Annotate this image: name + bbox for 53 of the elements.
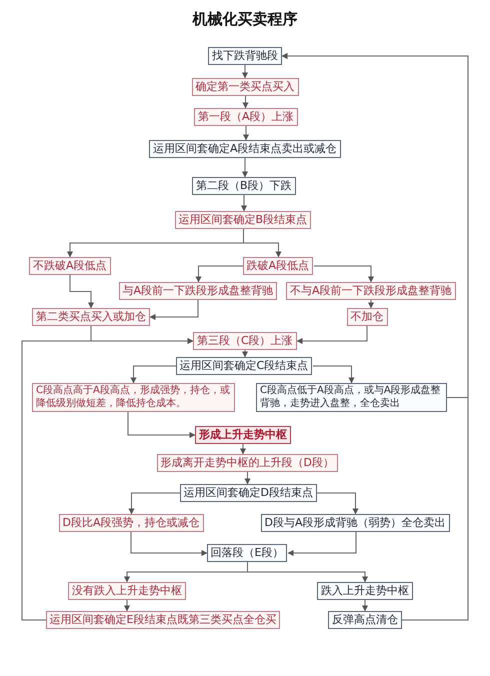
- arrow: [242, 350, 248, 358]
- arrow: [22, 338, 194, 620]
- arrow: [70, 274, 94, 308]
- step-box: C段高点低于A段高点，或与A段形成盘整背驰，走势进入盘整，全仓卖出: [256, 383, 447, 412]
- step-box: C段高点高于A段高点，形成强势，持仓，或降低级别做短差，降低持仓成本。: [32, 383, 235, 412]
- step-box: 第二段（B段）下跌: [192, 177, 296, 195]
- step-box: 第二类买点买入或加仓: [32, 308, 150, 326]
- step-box: 运用区间套确定A段结束点卖出或减仓: [149, 140, 341, 158]
- arrow: [124, 600, 130, 612]
- step-box: 运用区间套确定C段结束点: [176, 357, 312, 375]
- arrow: [130, 532, 208, 556]
- arrow: [196, 266, 244, 282]
- step-box: 运用区间套确定B段结束点: [174, 211, 312, 229]
- arrow: [296, 326, 368, 344]
- step-box: 不加仓: [346, 308, 388, 326]
- arrow: [362, 600, 368, 612]
- arrow: [282, 53, 468, 620]
- step-box: 不跌破A段低点: [29, 257, 111, 275]
- step-box: 第一段（A段）上涨: [194, 108, 298, 126]
- diagram-title: 机械化买卖程序: [191, 10, 298, 29]
- step-box: 反弹高点清仓: [328, 611, 402, 629]
- arrow: [150, 300, 198, 320]
- arrow: [312, 366, 354, 384]
- step-box: 跌入上升走势中枢: [317, 582, 413, 600]
- arrow: [243, 228, 282, 258]
- step-box: 第三段（C段）上涨: [193, 332, 297, 350]
- step-box: 运用区间套确定D段结束点: [180, 484, 317, 502]
- arrow: [128, 492, 180, 514]
- arrow: [243, 126, 249, 140]
- step-box: 跌破A段低点: [242, 257, 314, 275]
- arrow: [242, 64, 248, 78]
- arrow: [288, 532, 356, 556]
- arrow: [368, 300, 374, 308]
- step-box: 找下跌背驰段: [208, 47, 282, 65]
- step-box: 形成离开走势中枢的上升段（D段）: [156, 454, 338, 472]
- arrow: [128, 412, 196, 438]
- step-box: 与A段前一下跌段形成盘整背驰: [118, 282, 278, 300]
- arrow: [314, 266, 374, 282]
- arrow: [316, 492, 358, 514]
- arrow: [241, 194, 247, 212]
- step-box: D段与A段形成背驰（弱势）全仓卖出: [260, 514, 450, 532]
- arrow: [244, 472, 250, 484]
- step-box: 确定第一类买点买入: [192, 78, 298, 96]
- step-box: 回落段（E段）: [206, 544, 288, 562]
- step-box: 不与A段前一下跌段形成盘整背驰: [286, 282, 456, 300]
- arrow: [242, 158, 248, 178]
- step-box: D段比A段强势，持仓或减仓: [58, 514, 204, 532]
- step-box: 运用区间套确定E段结束点既第三类买点全仓买: [46, 611, 280, 629]
- arrow: [242, 96, 248, 108]
- key-step-box: 形成上升走势中枢: [195, 426, 291, 444]
- arrow: [130, 366, 176, 384]
- step-box: 没有跌入上升走势中枢: [68, 582, 186, 600]
- arrow: [240, 444, 246, 454]
